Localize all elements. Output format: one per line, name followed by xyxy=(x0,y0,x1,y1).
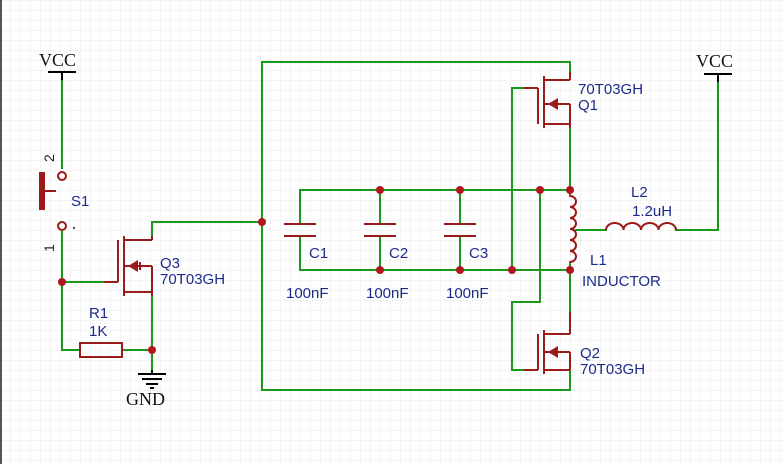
l2-ref: L2 xyxy=(631,184,648,201)
q3-ref: Q3 xyxy=(160,255,180,272)
switch-s1: 2 1 S1 xyxy=(39,154,89,252)
q2-part: 70T03GH xyxy=(580,361,645,378)
resistor-r1: R1 1K xyxy=(79,305,123,358)
c3-ref: C3 xyxy=(469,245,488,262)
capacitor-c2: C2 100nF xyxy=(364,223,409,302)
gnd-symbol: GND xyxy=(126,370,166,409)
inductor-l1: L1 INDUCTOR xyxy=(569,195,661,290)
vcc-left-symbol: VCC xyxy=(39,50,76,80)
resistor-value: 1K xyxy=(89,323,107,340)
resistor-ref: R1 xyxy=(89,305,108,322)
switch-pin-bottom: 1 xyxy=(41,244,57,252)
c3-value: 100nF xyxy=(446,285,489,302)
vcc-right-symbol: VCC xyxy=(696,51,733,82)
vcc-right-label: VCC xyxy=(696,51,733,71)
c1-ref: C1 xyxy=(309,245,328,262)
q3-part: 70T03GH xyxy=(160,271,225,288)
vcc-left-label: VCC xyxy=(39,50,76,70)
c2-value: 100nF xyxy=(366,285,409,302)
c2-ref: C2 xyxy=(389,245,408,262)
l1-ref: L1 xyxy=(590,252,607,269)
inductor-l2: L2 1.2uH xyxy=(605,184,677,231)
gnd-label: GND xyxy=(126,389,165,409)
q1-ref: Q1 xyxy=(578,97,598,114)
mosfet-q2: Q2 70T03GH xyxy=(524,312,645,378)
mosfet-q3: Q3 70T03GH xyxy=(104,236,225,296)
q1-part: 70T03GH xyxy=(578,81,643,98)
switch-ref: S1 xyxy=(71,193,89,210)
junction-dots xyxy=(58,186,574,354)
l1-value: INDUCTOR xyxy=(582,273,661,290)
switch-pin-top: 2 xyxy=(41,154,57,162)
capacitor-c1: C1 100nF xyxy=(284,223,329,302)
wires xyxy=(61,61,719,391)
c1-value: 100nF xyxy=(286,285,329,302)
l2-value: 1.2uH xyxy=(632,203,672,220)
mosfet-q1: 70T03GH Q1 xyxy=(524,72,643,128)
capacitor-c3: C3 100nF xyxy=(444,223,489,302)
q2-ref: Q2 xyxy=(580,345,600,362)
